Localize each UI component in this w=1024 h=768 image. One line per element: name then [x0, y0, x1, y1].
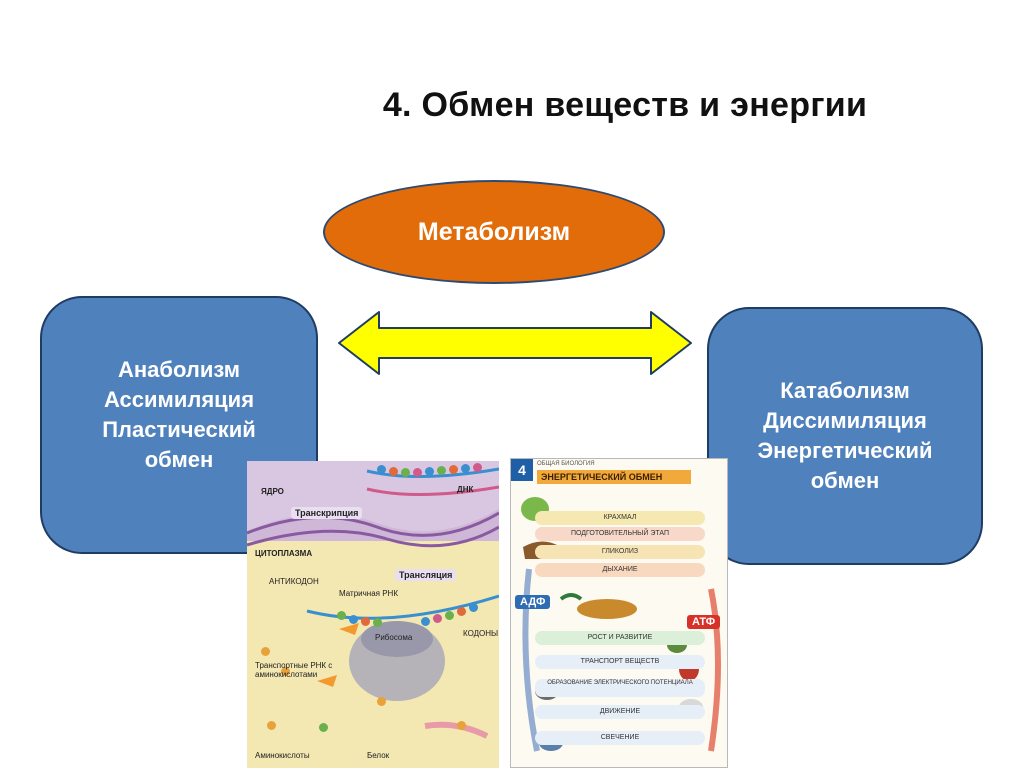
- row-movement: ДВИЖЕНИЕ: [535, 705, 705, 719]
- anabolism-line-1: Анаболизм: [117, 357, 241, 382]
- mrna-label: Матричная РНК: [339, 589, 398, 598]
- row-glycolysis: ГЛИКОЛИЗ: [535, 545, 705, 559]
- trna-label: Транспортные РНК с аминокислотами: [255, 661, 333, 679]
- catabolism-line-3: Энергетический: [757, 438, 933, 463]
- nucleus-label: ЯДРО: [261, 487, 284, 496]
- cytoplasm-label: ЦИТОПЛАЗМА: [255, 549, 313, 558]
- anticodon-label: АНТИКОДОН: [269, 577, 319, 586]
- amino-acids-label: Аминокислоты: [255, 751, 310, 760]
- poster-number: 4: [511, 459, 533, 481]
- row-glow: СВЕЧЕНИЕ: [535, 731, 705, 745]
- translation-label: Трансляция: [395, 569, 457, 581]
- poster-illustration: [521, 497, 721, 752]
- anabolism-box: Анаболизм Ассимиляция Пластический обмен: [40, 296, 318, 554]
- catabolism-line-2: Диссимиляция: [763, 408, 927, 433]
- row-prep: ПОДГОТОВИТЕЛЬНЫЙ ЭТАП: [535, 527, 705, 541]
- ribosome-label: Рибосома: [375, 633, 413, 642]
- slide-title: 4. Обмен веществ и энергии: [382, 86, 868, 124]
- codons-label: КОДОНЫ: [463, 629, 499, 638]
- double-arrow-icon: [338, 311, 692, 375]
- atp-tag: АТФ: [687, 615, 721, 629]
- catabolism-box: Катаболизм Диссимиляция Энергетический о…: [707, 307, 983, 565]
- catabolism-line-1: Катаболизм: [780, 378, 910, 403]
- protein-synthesis-image: ЯДРО ДНК Транскрипция ЦИТОПЛАЗМА Трансля…: [247, 461, 499, 768]
- catabolism-line-4: обмен: [810, 468, 880, 493]
- row-starch: КРАХМАЛ: [535, 511, 705, 525]
- metabolism-ellipse: Метаболизм: [323, 180, 665, 284]
- row-growth: РОСТ И РАЗВИТИЕ: [535, 631, 705, 645]
- metabolism-label: Метаболизм: [417, 217, 571, 246]
- dna-label: ДНК: [457, 485, 474, 494]
- protein-label: Белок: [367, 751, 390, 760]
- row-potential: ОБРАЗОВАНИЕ ЭЛЕКТРИЧЕСКОГО ПОТЕНЦИАЛА: [535, 679, 705, 697]
- row-transport: ТРАНСПОРТ ВЕЩЕСТВ: [535, 655, 705, 669]
- anabolism-line-4: обмен: [144, 447, 214, 472]
- row-respiration: ДЫХАНИЕ: [535, 563, 705, 577]
- poster-header-small: ОБЩАЯ БИОЛОГИЯ: [537, 461, 595, 467]
- adp-tag: АДФ: [515, 595, 551, 609]
- anabolism-line-3: Пластический: [102, 417, 256, 442]
- anabolism-line-2: Ассимиляция: [103, 387, 255, 412]
- energy-metabolism-poster: 4 ОБЩАЯ БИОЛОГИЯ ЭНЕРГЕТИЧЕСКИЙ ОБМЕН АД…: [510, 458, 728, 768]
- poster-header: ЭНЕРГЕТИЧЕСКИЙ ОБМЕН: [537, 470, 691, 484]
- transcription-label: Транскрипция: [291, 507, 363, 519]
